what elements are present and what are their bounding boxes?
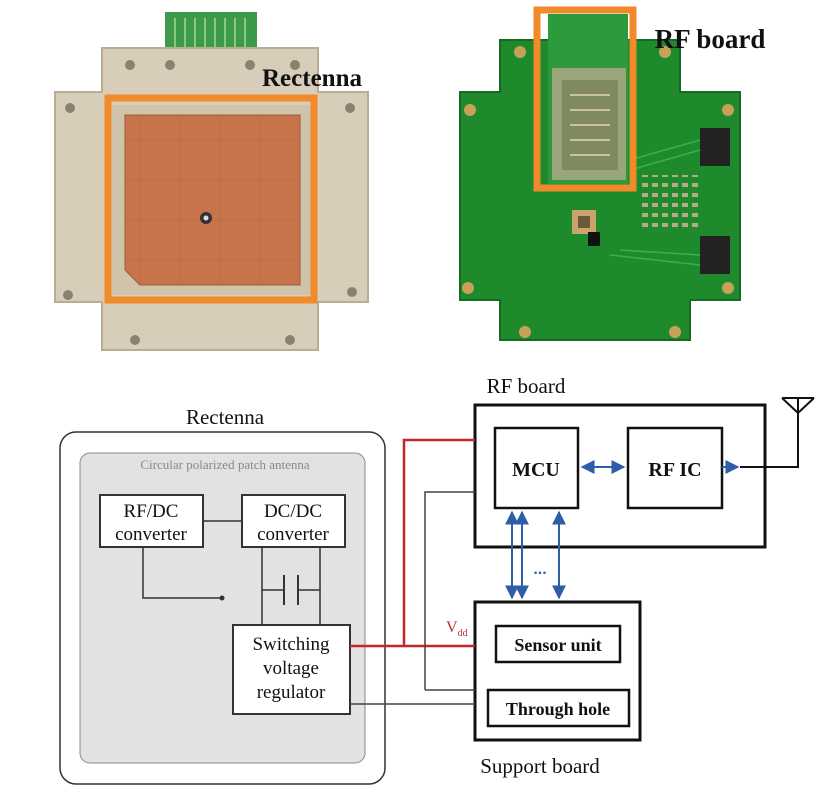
rfdc-label-line2: converter xyxy=(115,524,187,545)
mcu-label: MCU xyxy=(512,459,560,481)
bus-ellipsis: ... xyxy=(533,561,546,578)
rectenna-title: Rectenna xyxy=(186,405,265,429)
rf-board-screws xyxy=(462,46,734,338)
rf-board-highlight xyxy=(533,6,637,192)
rf-board-title: RF board xyxy=(487,374,566,398)
rfdc-ground-wire xyxy=(142,547,222,599)
patch-antenna-label: Circular polarized patch antenna xyxy=(140,457,310,472)
component-array xyxy=(640,175,700,230)
rf-board-photo-label: RF board xyxy=(655,24,766,54)
sensor-unit-label: Sensor unit xyxy=(514,635,601,655)
support-board-title: Support board xyxy=(480,754,600,778)
block-diagram: Rectenna Circular polarized patch antenn… xyxy=(59,374,815,785)
rectenna-screws xyxy=(63,60,357,345)
regulator-label-line1: Switching xyxy=(252,634,330,655)
copper-patch xyxy=(124,114,301,286)
capacitor-symbol xyxy=(261,547,321,625)
rfdc-converter-box xyxy=(99,494,204,548)
rfic-box xyxy=(626,426,724,510)
dcdc-label-line1: DC/DC xyxy=(264,501,322,522)
vdd-label: Vdd xyxy=(446,619,468,639)
mcu-support-bus xyxy=(505,510,566,600)
regulator-label-line3: regulator xyxy=(257,682,326,703)
vdd-power-line xyxy=(350,438,475,648)
regulator-label-line2: voltage xyxy=(263,658,319,679)
sensor-unit-box xyxy=(494,624,622,664)
rfic-label: RF IC xyxy=(648,459,701,481)
rectenna-highlight xyxy=(104,94,318,304)
rectenna-photo-label: Rectenna xyxy=(262,65,362,92)
ground-node xyxy=(219,595,225,601)
dcdc-label-line2: converter xyxy=(257,524,329,545)
through-hole-box xyxy=(486,688,631,728)
antenna-feed-line xyxy=(740,408,799,468)
ground-wires xyxy=(350,491,475,705)
mcu-box xyxy=(493,426,580,510)
antenna-icon xyxy=(781,397,815,415)
rfdc-label-line1: RF/DC xyxy=(124,501,179,522)
voltage-regulator-box xyxy=(232,624,351,715)
header-top xyxy=(700,128,730,166)
through-hole-label: Through hole xyxy=(506,699,610,719)
rectenna-photo: Rectenna xyxy=(54,12,369,351)
header-bottom xyxy=(700,236,730,274)
rf-board-photo: RF board xyxy=(459,6,766,341)
